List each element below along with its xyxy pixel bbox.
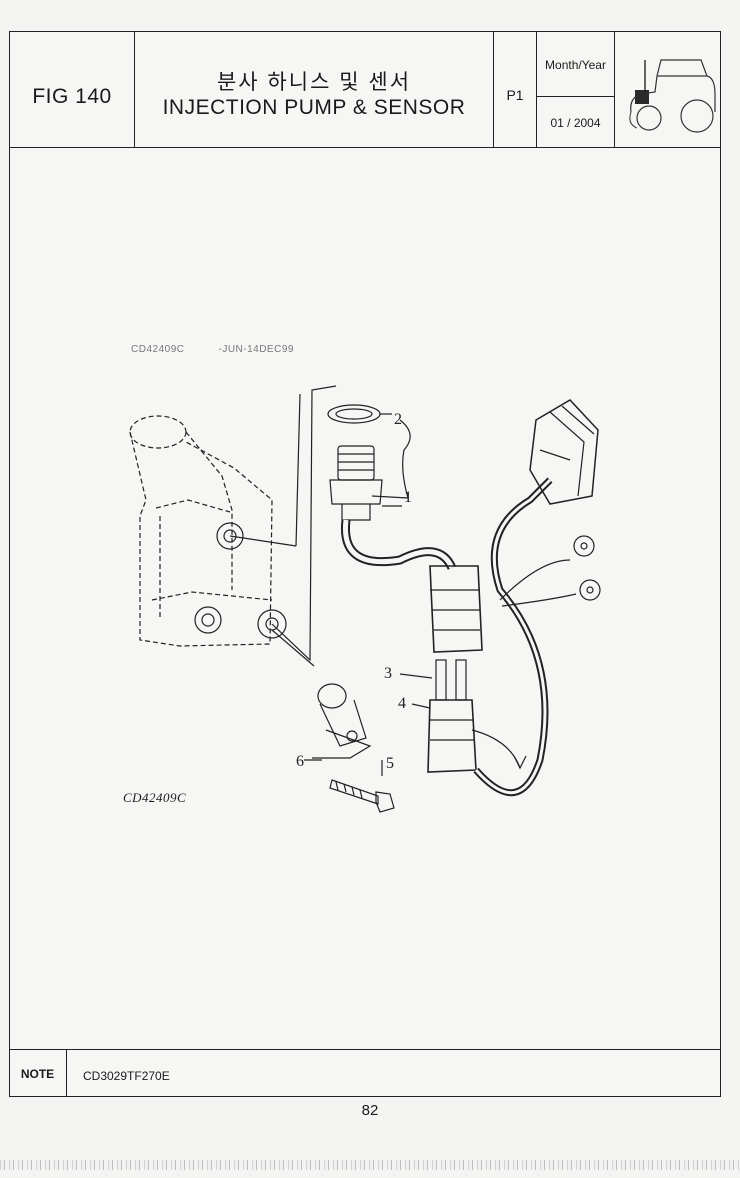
note-value: CD3029TF270E — [83, 1069, 170, 1083]
bolt — [329, 779, 395, 813]
connector-3 — [429, 565, 483, 701]
figure-number: FIG 140 — [32, 85, 112, 108]
callout-1: 1 — [404, 489, 412, 506]
mounting-clamp — [312, 683, 372, 759]
callout-4: 4 — [398, 695, 406, 712]
title-english: INJECTION PUMP & SENSOR — [162, 96, 466, 119]
date-divider — [537, 96, 614, 97]
note-label: NOTE — [9, 1050, 67, 1097]
exploded-parts-drawing: 2 1 3 4 5 6 — [129, 385, 601, 813]
pump-housing — [129, 415, 273, 647]
callout-2: 2 — [394, 411, 402, 428]
stamp-date: -JUN-14DEC99 — [218, 344, 294, 355]
callout-6: 6 — [296, 753, 304, 770]
sheet-header: FIG 140 분사 하니스 및 센서 INJECTION PUMP & SEN… — [10, 32, 720, 148]
title-cell: 분사 하니스 및 센서 INJECTION PUMP & SENSOR — [135, 32, 494, 147]
drawing-caption: CD42409C — [123, 790, 187, 805]
temperature-sensor — [329, 445, 383, 521]
drawing-stamp: CD42409C -JUN-14DEC99 — [131, 344, 328, 355]
note-bar: NOTE CD3029TF270E — [9, 1049, 721, 1097]
connector-4 — [427, 699, 527, 773]
date-cell: Month/Year 01 / 2004 — [537, 32, 615, 147]
date-label: Month/Year — [545, 58, 606, 72]
fig-cell: FIG 140 — [10, 32, 135, 147]
scan-artifact — [0, 1160, 740, 1170]
icon-cell — [615, 32, 722, 147]
page-number: 82 — [361, 1102, 379, 1119]
date-value: 01 / 2004 — [550, 116, 601, 130]
page-cell: P1 — [494, 32, 537, 147]
stamp-code: CD42409C — [131, 344, 185, 355]
page-indicator: P1 — [506, 87, 524, 103]
callout-3: 3 — [384, 665, 392, 682]
title-korean: 분사 하니스 및 센서 — [216, 71, 412, 94]
tractor-icon — [629, 59, 716, 133]
harness-plug — [529, 399, 599, 505]
callout-5: 5 — [386, 755, 394, 772]
